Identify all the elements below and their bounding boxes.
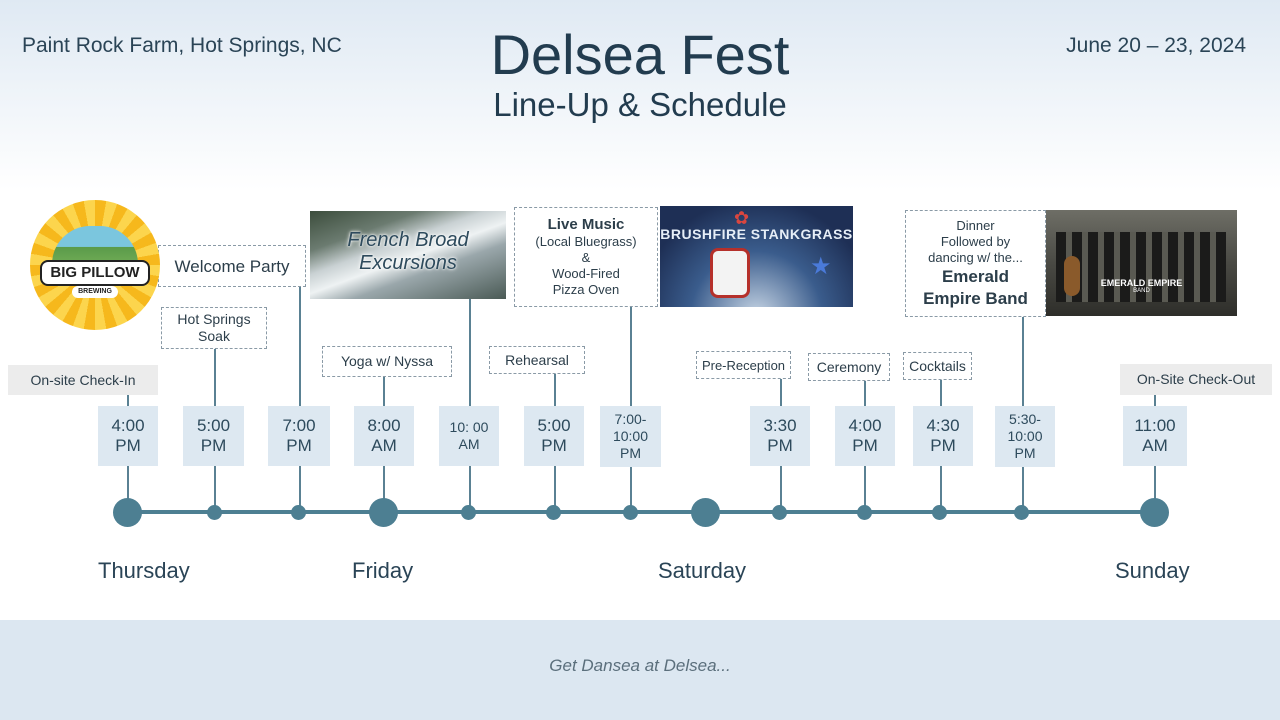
day-saturday: Saturday bbox=[658, 558, 747, 583]
connector-line bbox=[127, 466, 129, 500]
connector-line bbox=[780, 466, 782, 506]
connector-line bbox=[299, 466, 301, 506]
timeline-dot bbox=[546, 505, 561, 520]
event-live-music: Live Music (Local Bluegrass) & Wood-Fire… bbox=[514, 207, 658, 307]
logo-main-text: BIG PILLOW bbox=[40, 260, 150, 286]
day-sunday: Sunday bbox=[1115, 558, 1190, 583]
day-thursday: Thursday bbox=[98, 558, 190, 583]
connector-line bbox=[299, 287, 301, 406]
big-pillow-logo: BIG PILLOW BREWING bbox=[30, 200, 160, 330]
event-dates: June 20 – 23, 2024 bbox=[1066, 34, 1246, 57]
bass-icon bbox=[1064, 256, 1080, 296]
french-broad-line2: Excursions bbox=[359, 252, 457, 274]
connector-line bbox=[864, 381, 866, 406]
timeline-dot-day bbox=[691, 498, 720, 527]
connector-line bbox=[780, 379, 782, 406]
french-broad-photo: French Broad Excursions bbox=[310, 211, 506, 299]
event-rehearsal: Rehearsal bbox=[489, 346, 585, 374]
band1-name: BRUSHFIRE STANKGRASS bbox=[660, 226, 853, 242]
star-icon: ★ bbox=[810, 253, 832, 280]
location-text: Paint Rock Farm, Hot Springs, NC bbox=[22, 34, 342, 57]
timeline-dot bbox=[623, 505, 638, 520]
connector-line bbox=[127, 395, 129, 407]
connector-line bbox=[1022, 467, 1024, 506]
connector-line bbox=[383, 377, 385, 406]
emerald-empire-band-photo: EMERALD EMPIRE BAND bbox=[1046, 210, 1237, 316]
connector-line bbox=[469, 466, 471, 506]
connector-line bbox=[940, 466, 942, 506]
connector-line bbox=[1154, 466, 1156, 500]
event-cocktails: Cocktails bbox=[903, 352, 972, 380]
event-dinner: Dinner Followed by dancing w/ the... Eme… bbox=[905, 210, 1046, 317]
timeline-dot bbox=[932, 505, 947, 520]
band2-name: EMERALD EMPIRE bbox=[1100, 278, 1183, 288]
day-friday: Friday bbox=[352, 558, 414, 583]
timeline-dot bbox=[207, 505, 222, 520]
timeline-dot-day bbox=[369, 498, 398, 527]
footer-tagline: Get Dansea at Delsea... bbox=[549, 656, 731, 675]
connector-line bbox=[214, 349, 216, 406]
event-ceremony: Ceremony bbox=[808, 353, 890, 381]
connector-line bbox=[630, 467, 632, 506]
band2-sub: BAND bbox=[1133, 288, 1150, 294]
french-broad-line1: French Broad bbox=[347, 229, 469, 251]
connector-line bbox=[554, 466, 556, 506]
timeline-dot bbox=[1014, 505, 1029, 520]
timeline-dot bbox=[461, 505, 476, 520]
timeline-dot bbox=[772, 505, 787, 520]
brushfire-stankgrass-poster: BRUSHFIRE STANKGRASS ★ ✿ bbox=[660, 206, 853, 307]
connector-line bbox=[214, 466, 216, 506]
page-subtitle: Line-Up & Schedule bbox=[493, 86, 787, 123]
connector-line bbox=[383, 466, 385, 500]
timeline-dot-day bbox=[113, 498, 142, 527]
timeline-line bbox=[127, 510, 1156, 514]
connector-line bbox=[940, 380, 942, 406]
connector-line bbox=[630, 307, 632, 406]
connector-line bbox=[864, 466, 866, 506]
timeline-dot bbox=[291, 505, 306, 520]
band-members bbox=[1056, 232, 1226, 302]
connector-line bbox=[554, 374, 556, 406]
footer-band bbox=[0, 620, 1280, 720]
timeline-dot-day bbox=[1140, 498, 1169, 527]
logo-sub-text: BREWING bbox=[72, 286, 118, 298]
timeline-dot bbox=[857, 505, 872, 520]
event-welcome-party: Welcome Party bbox=[158, 245, 306, 287]
event-pre-reception: Pre-Reception bbox=[696, 351, 791, 379]
guitar-icon bbox=[710, 248, 750, 298]
connector-line bbox=[469, 299, 471, 406]
event-checkout: On-Site Check-Out bbox=[1120, 364, 1272, 395]
event-checkin: On-site Check-In bbox=[8, 365, 158, 395]
connector-line bbox=[1022, 317, 1024, 406]
page-title: Delsea Fest bbox=[490, 23, 790, 86]
flower-icon: ✿ bbox=[734, 208, 750, 228]
event-yoga: Yoga w/ Nyssa bbox=[322, 346, 452, 377]
